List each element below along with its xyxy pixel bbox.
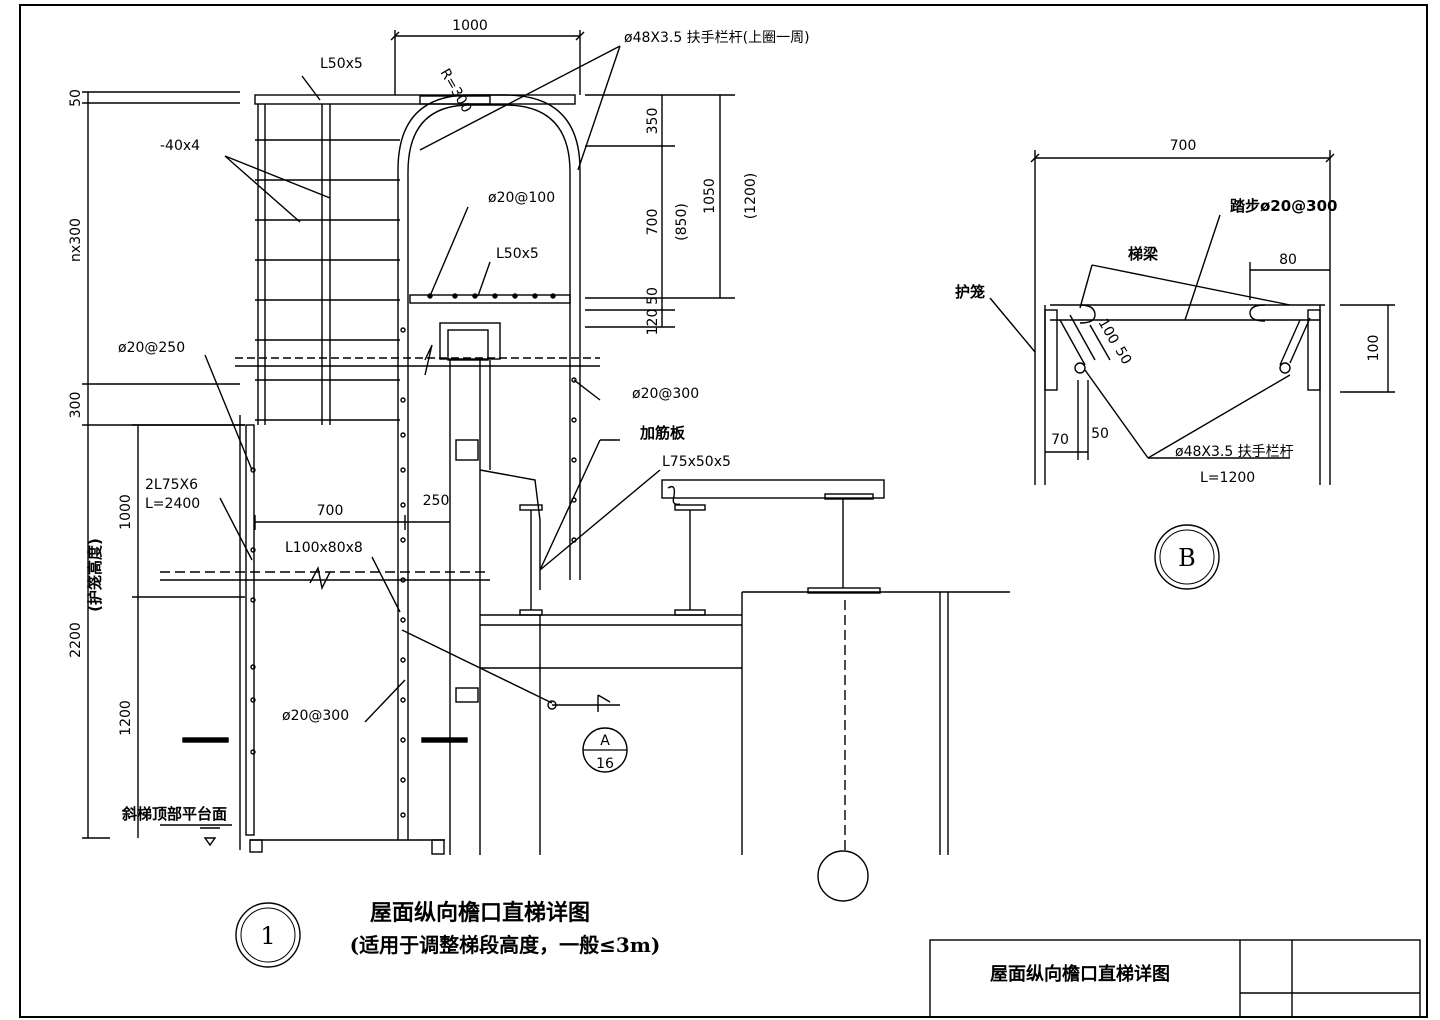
dim-700-v: 700 [645,209,661,236]
dim-1000-v: 1000 [118,494,134,530]
detail-b-width: 700 [1170,138,1197,154]
dim-250: 250 [423,493,450,509]
label-bar-300-right: ø20@300 [632,386,699,402]
dim-120: 120 [645,309,661,336]
detail-1-text: 1000 R=300 L50x5 -40x4 ø48X3.5 扶手栏杆(上圈一周… [68,18,810,823]
detail-1-subtitle: (适用于调整梯段高度，一般≤3m) [350,933,661,957]
dim-2200: 2200 [68,622,84,658]
label-bar-300-bottom: ø20@300 [282,708,349,724]
dim-50-mid: 50 [645,287,661,305]
detail-1-title: 1 屋面纵向檐口直梯详图 (适用于调整梯段高度，一般≤3m) [235,900,661,968]
detail-1-title-text: 屋面纵向檐口直梯详图 [370,900,590,926]
dim-1050: 1050 [702,178,718,214]
sheet-border [19,4,1428,1018]
dim-1000: 1000 [452,18,488,34]
detail-b-dim-50a: 50 [1112,344,1135,367]
dim-radius: R=300 [437,66,475,116]
dim-nx300: nx300 [68,218,84,262]
dim-50-top: 50 [68,89,84,107]
title-block [929,939,1421,1018]
label-double-angle: 2L75X6 [145,477,198,493]
title-block-name: 屋面纵向檐口直梯详图 [990,963,1170,985]
detail-1-drawing [82,30,1010,902]
section-marker-a: A 16 [582,727,628,773]
section-ref-bottom: 16 [596,756,614,772]
detail-b-cage: 护笼 [955,283,985,301]
label-bar-250: ø20@250 [118,340,185,356]
dim-1200-v: 1200 [118,700,134,736]
label-double-angle-length: L=2400 [145,496,200,512]
detail-b-bubble: B [1178,544,1196,572]
label-flat-bar: -40x4 [160,138,200,154]
section-ref-top: A [600,733,610,749]
detail-b-rung: 踏步ø20@300 [1230,197,1338,215]
dim-700-h: 700 [317,503,344,519]
detail-b-dim-50b: 50 [1091,426,1109,442]
detail-1-bubble: 1 [260,922,275,950]
detail-b-handrail: ø48X3.5 扶手栏杆 [1175,444,1294,460]
detail-b-dim-70: 70 [1051,432,1069,448]
detail-b-text: 700 踏步ø20@300 梯梁 80 护笼 100 50 100 70 50 … [955,138,1382,590]
detail-b-dim-100b: 100 [1366,335,1382,362]
detail-b-length: L=1200 [1200,470,1255,486]
label-angle-mid: L50x5 [496,246,539,262]
label-guard-height: (护笼高度) [86,538,104,612]
label-platform: 斜梯顶部平台面 [121,805,227,823]
detail-b-offset-80: 80 [1279,252,1297,268]
dim-350: 350 [645,108,661,135]
dim-300: 300 [68,392,84,419]
label-angle-75: L75x50x5 [662,454,731,470]
label-angle-top: L50x5 [320,56,363,72]
dim-850: (850) [674,203,690,241]
label-stiffener: 加筋板 [639,424,686,442]
label-angle-100: L100x80x8 [285,540,363,556]
detail-b-drawing [989,150,1395,485]
dim-1200-paren: (1200) [743,173,759,220]
label-handrail: ø48X3.5 扶手栏杆(上圈一周) [624,30,810,46]
label-rung-spacing: ø20@100 [488,190,555,206]
detail-b-beam: 梯梁 [1128,245,1159,263]
